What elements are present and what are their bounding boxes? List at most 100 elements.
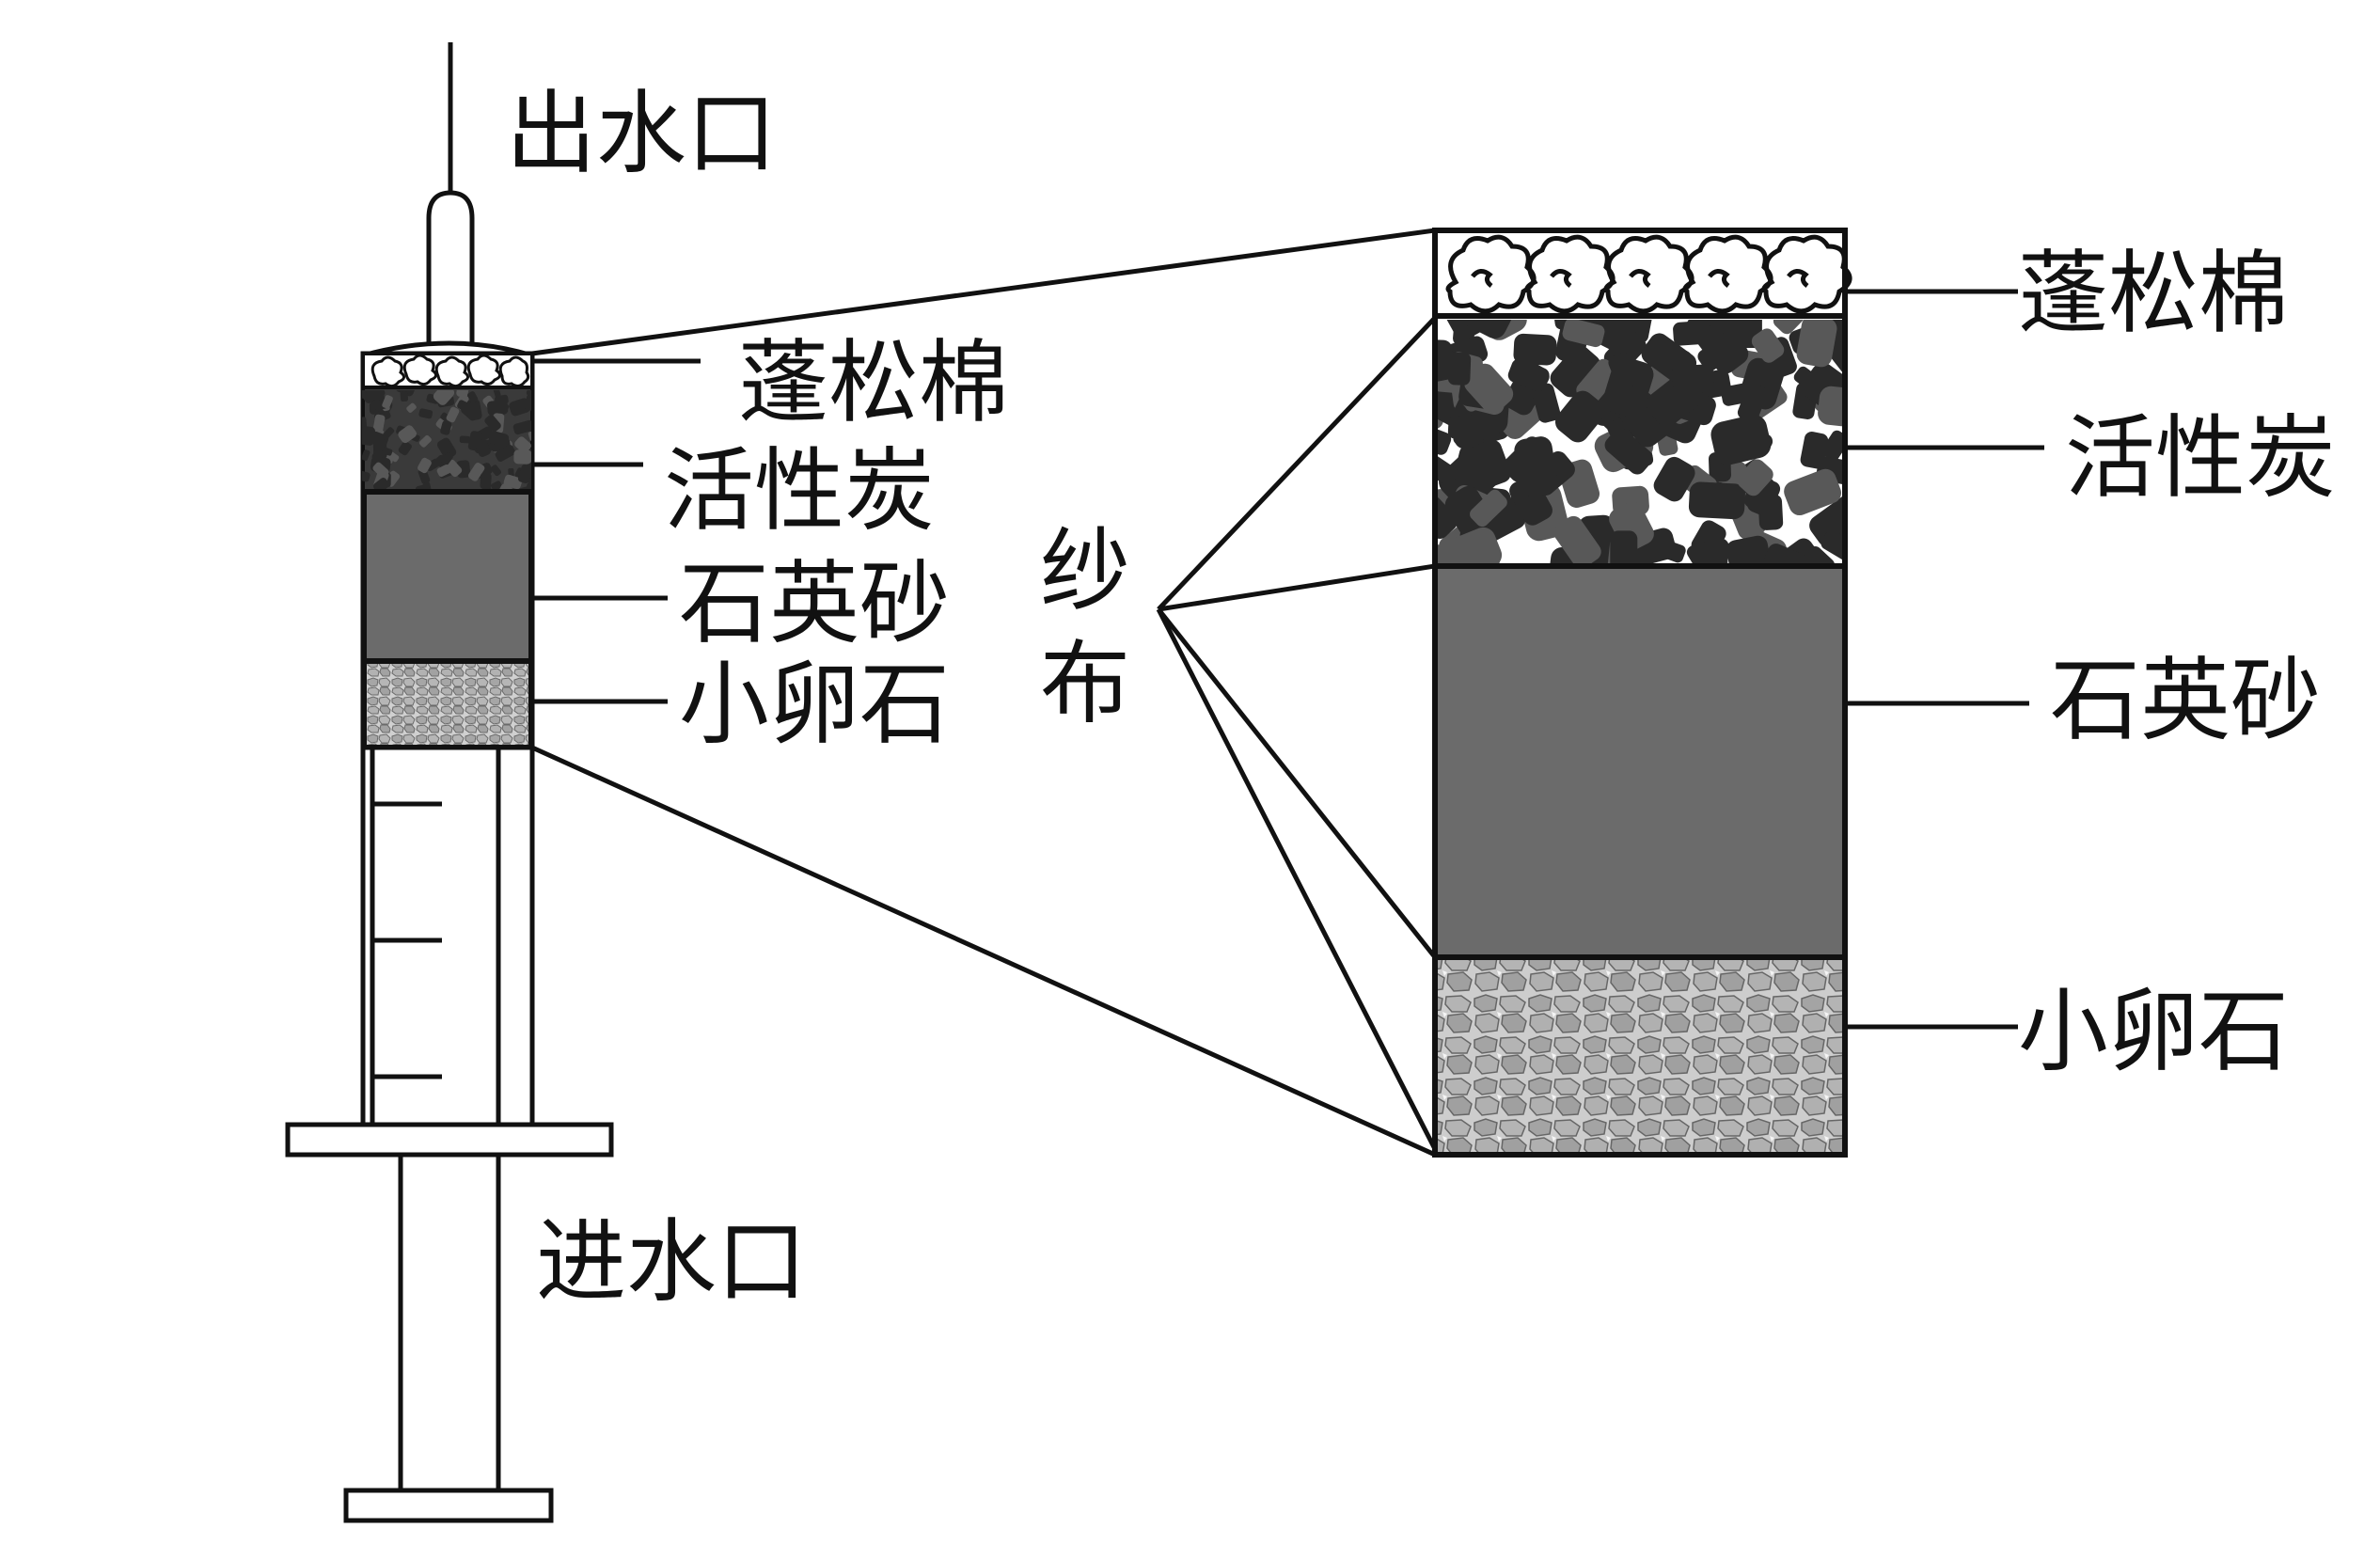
label-gauze-1: 纱 — [1040, 518, 1130, 623]
carbon-granule — [1550, 345, 1600, 398]
label-small-carbon: 活性炭 — [664, 438, 935, 544]
large-pebble-layer — [1435, 957, 1845, 1155]
small-leaders — [532, 358, 701, 704]
carbon-granule — [372, 478, 390, 489]
small-sand-layer — [363, 491, 532, 662]
carbon-granule — [382, 447, 393, 456]
small-cotton-layer — [363, 354, 532, 389]
carbon-granule — [1532, 383, 1561, 423]
carbon-granule — [457, 400, 474, 414]
carbon-granule — [1751, 328, 1785, 363]
large-carbon-layer — [1433, 318, 1847, 566]
carbon-granule — [398, 425, 417, 444]
carbon-granule — [1796, 320, 1837, 368]
carbon-granule — [1604, 428, 1653, 475]
carbon-granule — [1726, 535, 1771, 566]
carbon-granule — [1802, 546, 1836, 566]
carbon-granule — [1433, 422, 1452, 455]
label-outlet: 出水口 — [506, 81, 777, 186]
carbon-granule — [1763, 544, 1806, 566]
label-large-sand: 石英砂 — [2050, 648, 2321, 753]
carbon-granule — [1470, 489, 1507, 528]
carbon-granule — [398, 441, 412, 456]
carbon-granule — [1509, 475, 1553, 526]
gauze-pointer — [1158, 563, 1436, 612]
label-gauze-2: 布 — [1040, 631, 1130, 736]
gauze-pointer — [1156, 607, 1438, 1151]
carbon-granule — [1695, 320, 1753, 340]
carbon-granule — [493, 390, 501, 398]
syringe-flange — [285, 1122, 614, 1158]
carbon-granule — [362, 470, 370, 482]
carbon-granule — [490, 465, 502, 477]
carbon-granule — [496, 483, 512, 489]
carbon-granule — [456, 390, 470, 398]
syringe-nozzle — [426, 190, 475, 343]
carbon-granule — [480, 472, 492, 489]
carbon-granule — [484, 414, 501, 433]
plunger-base — [343, 1488, 554, 1523]
carbon-granule — [422, 481, 432, 489]
carbon-granule — [1554, 390, 1605, 443]
label-large-carbon: 活性炭 — [2065, 405, 2336, 511]
carbon-granule — [459, 435, 471, 444]
gauze-pointers — [1156, 316, 1438, 1151]
syringe-dome — [362, 340, 533, 358]
carbon-granule — [433, 390, 455, 405]
carbon-granule — [1710, 414, 1772, 465]
carbon-granule — [487, 400, 509, 417]
carbon-granule — [440, 420, 452, 435]
carbon-granule — [503, 474, 523, 489]
gauze-pointer — [1157, 316, 1437, 611]
label-small-sand: 石英砂 — [679, 551, 950, 656]
carbon-granule — [1513, 333, 1557, 366]
carbon-granule — [1507, 358, 1550, 392]
carbon-granule — [475, 439, 491, 457]
carbon-granule — [383, 427, 395, 439]
gauze-pointer — [1157, 607, 1437, 959]
labels: 出水口 进水口 蓬松棉 活性炭 石英砂 小卵石 纱 布 蓬松棉 活性炭 石英砂 … — [506, 81, 2336, 1315]
carbon-granule — [467, 391, 479, 403]
small-pebble-layer — [363, 660, 532, 748]
carbon-granule — [418, 434, 432, 448]
carbon-granule — [418, 467, 431, 484]
label-inlet: 进水口 — [536, 1209, 807, 1315]
cotton-puff — [1761, 234, 1852, 314]
carbon-granule — [517, 485, 531, 489]
zoom-line-bottom — [530, 745, 1437, 1158]
carbon-granule — [1800, 432, 1829, 469]
carbon-granule — [1433, 455, 1458, 486]
carbon-granule — [1737, 383, 1768, 422]
carbon-granule — [1820, 529, 1847, 561]
carbon-granule — [1773, 320, 1805, 335]
large-cotton-layer — [1435, 230, 1852, 315]
carbon-granule — [1472, 439, 1511, 487]
carbon-granule — [514, 436, 531, 453]
carbon-granule — [1784, 468, 1842, 516]
small-carbon-layer — [362, 389, 532, 493]
carbon-granule — [1447, 352, 1472, 386]
label-large-cotton: 蓬松棉 — [2018, 241, 2289, 346]
label-small-pebble: 小卵石 — [679, 652, 950, 757]
carbon-granule — [526, 390, 531, 399]
carbon-granule — [1464, 363, 1514, 414]
carbon-granule — [372, 414, 386, 433]
carbon-granule — [1737, 459, 1773, 496]
carbon-granule — [365, 390, 386, 402]
large-sand-layer — [1435, 566, 1845, 957]
carbon-granule — [418, 457, 432, 474]
carbon-granule — [1653, 456, 1695, 502]
enlarged-view — [1432, 228, 1852, 1158]
carbon-granule — [418, 408, 433, 419]
label-large-pebble: 小卵石 — [2018, 979, 2289, 1084]
carbon-granule — [1553, 515, 1601, 566]
carbon-granule — [1610, 530, 1638, 566]
small-layers — [362, 354, 532, 750]
carbon-granule — [512, 419, 531, 435]
carbon-granule — [1433, 544, 1455, 566]
carbon-granule — [362, 417, 367, 429]
carbon-granule — [446, 406, 460, 423]
carbon-granule — [1562, 320, 1605, 348]
carbon-granule — [491, 481, 502, 489]
